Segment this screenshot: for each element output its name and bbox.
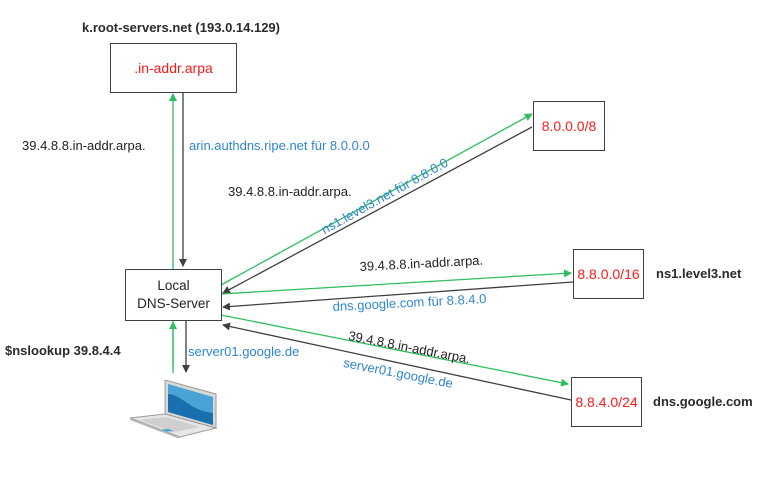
ns8-zone-label: 8.0.0.0/8: [541, 118, 597, 134]
local-dns-line2: DNS-Server: [137, 296, 210, 311]
ns88-zone-label: 8.8.0.0/16: [577, 266, 640, 282]
arrow-response-ns88: [222, 281, 574, 311]
arrow-query-ns88: [220, 269, 572, 295]
arrow-query-ns8: [220, 113, 533, 286]
root-zone-label: .in-addr.arpa: [134, 60, 213, 76]
local-dns-line1: Local: [157, 278, 190, 293]
root-server-title: k.root-servers.net (193.0.14.129): [82, 20, 280, 35]
ns884-name: dns.google.com: [653, 394, 753, 409]
local-dns-server-box[interactable]: Local DNS-Server: [125, 269, 222, 321]
root-response-label: arin.authdns.ripe.net für 8.0.0.0: [189, 138, 370, 153]
client-response-label: server01.google.de: [188, 344, 300, 359]
root-query-label: 39.4.8.8.in-addr.arpa.: [22, 138, 146, 153]
arrow-response-ns884: [222, 322, 572, 401]
ns884-box[interactable]: 8.8.4.0/24: [571, 377, 642, 427]
arrow-response-ns8: [222, 126, 533, 294]
laptop-icon[interactable]: [128, 380, 222, 438]
ns88-box[interactable]: 8.8.0.0/16: [573, 249, 644, 299]
nslookup-command: $nslookup 39.8.4.4: [5, 343, 121, 358]
ns88-name: ns1.level3.net: [656, 266, 742, 281]
ns8-query-label: 39.4.8.8.in-addr.arpa.: [228, 184, 352, 199]
arrow-query-ns884: [220, 314, 569, 387]
ns8-box[interactable]: 8.0.0.0/8: [533, 101, 605, 151]
ns884-zone-label: 8.8.4.0/24: [575, 394, 638, 410]
root-server-box[interactable]: .in-addr.arpa: [110, 43, 237, 93]
